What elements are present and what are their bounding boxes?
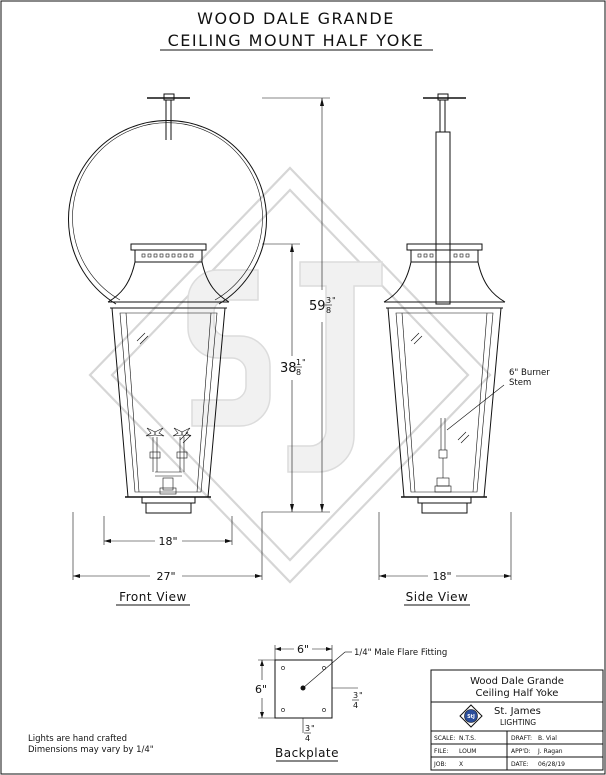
backplate-caption: Backplate <box>275 746 339 760</box>
side-width-label: 18" <box>432 570 451 583</box>
backplate-offset-bottom-den: 4 <box>305 734 310 743</box>
company-logo <box>459 704 483 728</box>
note-hand-crafted: Lights are hand crafted <box>28 734 127 744</box>
title-block-product-line1: Wood Dale Grande <box>470 676 564 687</box>
body-height-frac-den: 8 <box>296 368 301 377</box>
front-body-width-label: 18" <box>158 535 177 548</box>
burner-stem-label-line2: Stem <box>509 378 531 388</box>
body-height-frac-num: 1 <box>296 358 301 367</box>
scale-label: SCALE: <box>434 735 455 742</box>
scale-value: N.T.S. <box>459 735 476 742</box>
backplate-offset-right-unit: " <box>359 691 363 700</box>
front-overall-width-label: 27" <box>156 570 175 583</box>
overall-height-frac-num: 3 <box>326 296 331 305</box>
apprd-label: APP'D: <box>511 748 531 755</box>
watermark-logo <box>88 166 492 584</box>
body-height-whole: 38 <box>280 361 297 376</box>
title-block-company-sub: LIGHTING <box>500 718 536 727</box>
apprd-value: J. Ragan <box>537 748 563 755</box>
burner-stem-label-line1: 6" Burner <box>509 368 550 378</box>
height-dimensions: 59 3 8 " 38 1 8 " <box>262 97 336 513</box>
draft-label: DRAFT: <box>511 735 532 742</box>
job-label: JOB: <box>433 761 447 768</box>
job-value: X <box>459 761 463 768</box>
file-value: LOUM <box>459 748 476 755</box>
front-view-caption: Front View <box>119 590 187 604</box>
overall-height-frac-den: 8 <box>326 306 331 315</box>
title-block <box>430 669 604 771</box>
drawing-title-line2: CEILING MOUNT HALF YOKE <box>168 31 425 50</box>
body-height-unit: " <box>302 358 306 367</box>
backplate-width-label: 6" <box>297 643 309 656</box>
flare-fitting-label: 1/4" Male Flare Fitting <box>354 648 447 658</box>
backplate-offset-bottom-unit: " <box>311 724 315 733</box>
backplate-offset-right-den: 4 <box>353 701 358 710</box>
side-view-caption: Side View <box>406 590 469 604</box>
title-block-product-line2: Ceiling Half Yoke <box>476 688 559 699</box>
drawing-title-line1: WOOD DALE GRANDE <box>197 9 395 28</box>
date-label: DATE: <box>511 761 529 768</box>
front-dimensions: 18" 27" <box>72 512 263 583</box>
backplate-drawing <box>258 645 358 733</box>
title-block-company: St. James <box>494 706 541 717</box>
note-dimensions-vary: Dimensions may vary by 1/4" <box>28 745 154 755</box>
draft-value: B. Vial <box>538 735 557 742</box>
side-view-lantern <box>383 93 506 514</box>
front-view-lantern <box>68 93 267 514</box>
backplate-offset-right-num: 3 <box>353 691 358 700</box>
side-dimensions: 18" <box>378 512 512 583</box>
backplate-offset-bottom-num: 3 <box>305 724 310 733</box>
date-value: 06/28/19 <box>538 761 565 768</box>
backplate-height-label: 6" <box>255 683 267 696</box>
overall-height-whole: 59 <box>309 299 326 314</box>
overall-height-unit: " <box>332 296 336 305</box>
company-logo-text: StJ <box>467 714 475 720</box>
file-label: FILE: <box>434 748 448 755</box>
